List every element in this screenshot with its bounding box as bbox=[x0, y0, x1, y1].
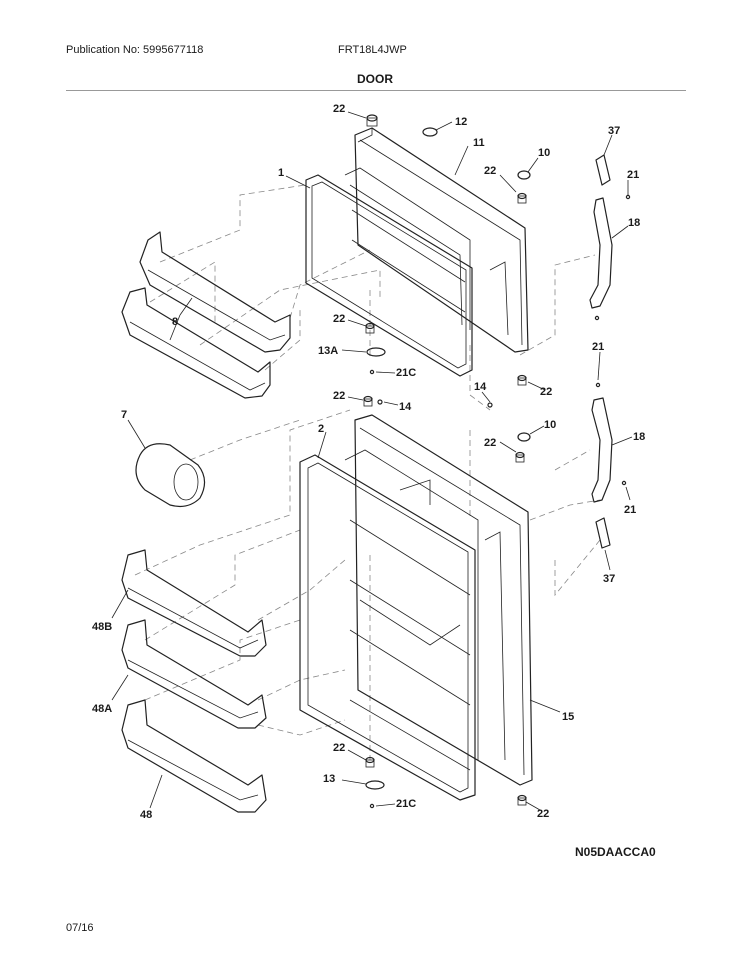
part-label: 18 bbox=[628, 217, 640, 229]
part-label: 21 bbox=[592, 341, 604, 353]
freezer-door-shelf-upper bbox=[139, 231, 291, 353]
freezer-door-outer bbox=[344, 127, 529, 353]
part-number-labels: 22 12 11 10 22 37 21 1 18 8 22 13A 21C 2… bbox=[92, 103, 645, 821]
part-label: 10 bbox=[538, 147, 550, 159]
part-label: 8 bbox=[172, 316, 178, 328]
freezer-handle bbox=[589, 197, 613, 309]
leader-lines bbox=[111, 111, 633, 811]
butter-compartment bbox=[135, 443, 206, 508]
part-label: 13A bbox=[318, 345, 338, 357]
part-label: 22 bbox=[484, 165, 496, 177]
part-label: 37 bbox=[608, 125, 620, 137]
diagram-code: N05DAACCA0 bbox=[575, 845, 656, 859]
part-label: 1 bbox=[278, 167, 284, 179]
freezer-door-shelf-lower bbox=[121, 287, 271, 399]
small-hardware bbox=[363, 114, 631, 809]
handle-cap-lower bbox=[595, 517, 611, 549]
model-number: FRT18L4JWP bbox=[338, 44, 407, 56]
assembly-guide-lines bbox=[134, 184, 601, 760]
section-title: DOOR bbox=[357, 72, 393, 86]
part-label: 18 bbox=[633, 431, 645, 443]
part-label: 14 bbox=[474, 381, 487, 393]
part-label: 22 bbox=[333, 313, 345, 325]
part-label: 10 bbox=[544, 419, 556, 431]
part-label: 21 bbox=[624, 504, 636, 516]
door-bin-48a bbox=[121, 619, 267, 729]
publication-number: Publication No: 5995677118 bbox=[66, 44, 204, 56]
door-bin-48 bbox=[121, 699, 267, 813]
part-label: 22 bbox=[333, 390, 345, 402]
part-label: 48 bbox=[140, 809, 152, 821]
part-label: 37 bbox=[603, 573, 615, 585]
handle-cap-upper bbox=[595, 154, 611, 186]
part-label: 48B bbox=[92, 621, 112, 633]
part-label: 7 bbox=[121, 409, 127, 421]
part-label: 22 bbox=[484, 437, 496, 449]
fresh-food-handle bbox=[591, 397, 613, 503]
part-label: 21 bbox=[627, 169, 639, 181]
part-label: 48A bbox=[92, 703, 112, 715]
part-label: 21C bbox=[396, 798, 416, 810]
footer-date: 07/16 bbox=[66, 922, 94, 934]
part-label: 15 bbox=[562, 711, 574, 723]
fresh-food-door-gasket bbox=[299, 454, 476, 801]
part-label: 22 bbox=[333, 742, 345, 754]
part-label: 22 bbox=[540, 386, 552, 398]
door-bin-48b bbox=[121, 549, 267, 657]
header-rule bbox=[66, 90, 686, 91]
part-label: 13 bbox=[323, 773, 335, 785]
freezer-door-gasket bbox=[305, 174, 473, 377]
part-label: 14 bbox=[399, 401, 412, 413]
part-label: 11 bbox=[473, 137, 485, 149]
fresh-food-door-outer bbox=[344, 414, 533, 786]
part-label: 22 bbox=[537, 808, 549, 820]
part-label: 2 bbox=[318, 423, 324, 435]
part-label: 21C bbox=[396, 367, 416, 379]
part-label: 22 bbox=[333, 103, 345, 115]
part-label: 12 bbox=[455, 116, 467, 128]
